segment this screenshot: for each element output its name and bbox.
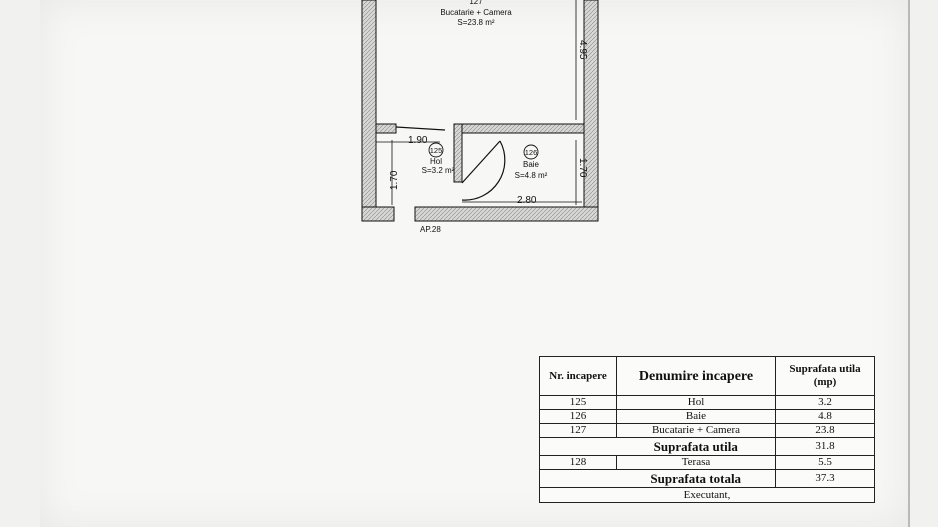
dim-4-95: 4.95 xyxy=(577,40,588,60)
table-header-row: Nr. incapere Denumire incapere Suprafata… xyxy=(539,356,875,396)
room-127-name: Bucatarie + Camera xyxy=(440,8,512,17)
door-baie-arc xyxy=(461,140,506,201)
walls xyxy=(361,0,599,222)
doors xyxy=(395,126,506,201)
row-name: Hol xyxy=(616,395,776,410)
table-row: 125 Hol 3.2 xyxy=(539,395,875,410)
executant-row: Executant, xyxy=(539,487,875,503)
wall-bottom-right xyxy=(414,206,599,222)
row-area: 3.2 xyxy=(775,395,875,410)
grand-total-label: Suprafata totala xyxy=(616,469,776,488)
room-126-area: S=4.8 m² xyxy=(515,171,548,180)
header-area: Suprafata utila (mp) xyxy=(775,356,875,396)
door-hol-leaf xyxy=(395,126,446,131)
room-125-name: Hol xyxy=(430,157,442,166)
rooms-table: Nr. incapere Denumire incapere Suprafata… xyxy=(539,356,875,503)
room-125-area: S=3.2 m² xyxy=(422,166,455,175)
room-127-area: S=23.8 m² xyxy=(457,18,494,27)
grand-total-row: Suprafata totala 37.3 xyxy=(539,469,875,488)
apartment-label: AP.28 xyxy=(420,225,441,234)
wall-right xyxy=(583,0,599,222)
row-nr: 127 xyxy=(539,423,617,438)
dim-1-70-left: 1.70 xyxy=(389,170,400,190)
door-baie-leaf xyxy=(461,140,501,184)
page-right-margin xyxy=(908,0,938,527)
wall-interior-h2 xyxy=(461,123,585,134)
dim-2-80: 2.80 xyxy=(517,195,537,206)
row-name: Bucatarie + Camera xyxy=(616,423,776,438)
grand-total-value: 37.3 xyxy=(775,469,875,488)
table-row: 126 Baie 4.8 xyxy=(539,409,875,424)
wall-left xyxy=(361,0,377,222)
header-name: Denumire incapere xyxy=(616,356,776,396)
dim-1-70-right: 1.70 xyxy=(577,158,588,178)
room-125-marker xyxy=(428,142,444,158)
dim-1-90: 1.90 xyxy=(408,135,428,146)
table-row: 127 Bucatarie + Camera 23.8 xyxy=(539,423,875,438)
wall-partition xyxy=(453,123,463,183)
row-area: 4.8 xyxy=(775,409,875,424)
row-name: Baie xyxy=(616,409,776,424)
useful-total-row: Suprafata utila 31.8 xyxy=(539,437,875,456)
row-nr: 125 xyxy=(539,395,617,410)
room-126-number: 126 xyxy=(525,148,538,157)
row-area: 23.8 xyxy=(775,423,875,438)
terrace-nr: 128 xyxy=(539,455,617,470)
terrace-area: 5.5 xyxy=(775,455,875,470)
useful-total-value: 31.8 xyxy=(775,437,875,456)
executant-label: Executant, xyxy=(539,487,875,503)
row-nr: 126 xyxy=(539,409,617,424)
room-127-number: 127 xyxy=(469,0,483,6)
room-126-marker xyxy=(523,144,539,160)
room-126-name: Baie xyxy=(523,160,540,169)
page-left-margin xyxy=(0,0,40,527)
dimension-lines xyxy=(376,0,582,205)
header-nr: Nr. incapere xyxy=(539,356,617,396)
wall-interior-h1 xyxy=(375,123,397,134)
room-125-number: 125 xyxy=(430,146,443,155)
useful-total-label: Suprafata utila xyxy=(616,437,776,456)
terrace-name: Terasa xyxy=(616,455,776,470)
wall-bottom-left xyxy=(361,206,395,222)
table-row: 128 Terasa 5.5 xyxy=(539,455,875,470)
